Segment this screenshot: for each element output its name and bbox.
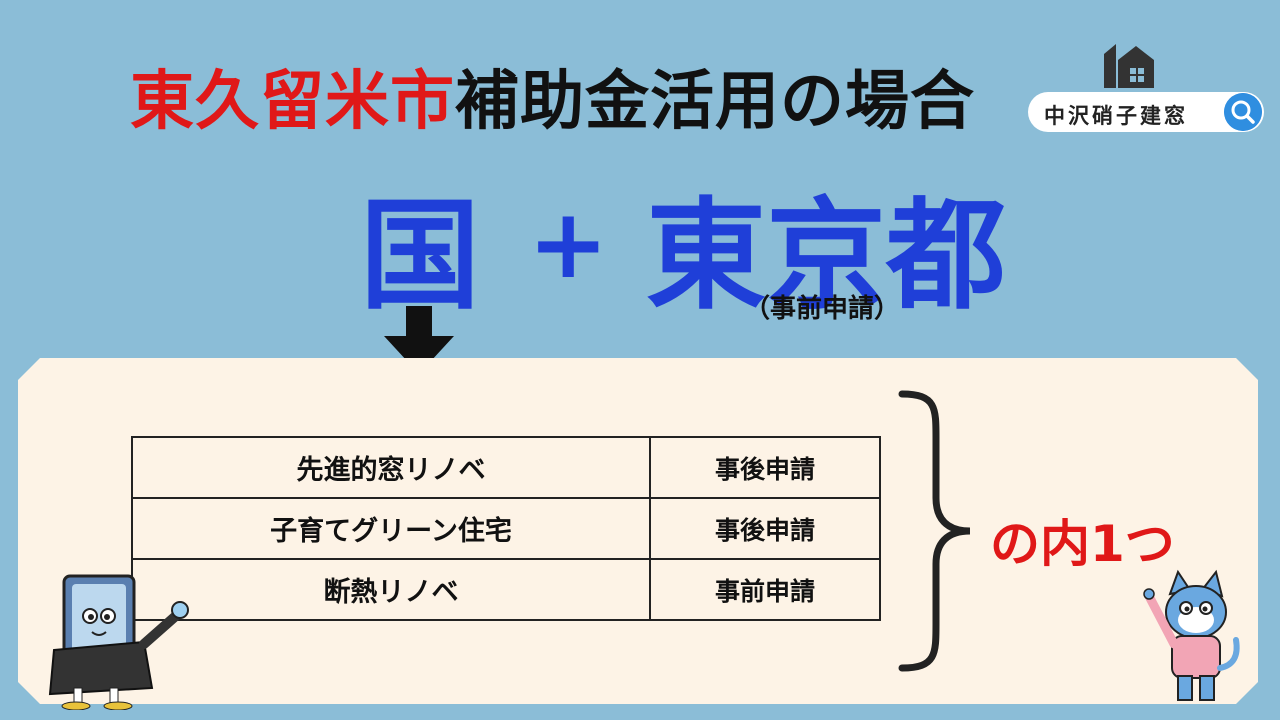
title-rest: 補助金活用の場合 xyxy=(455,65,975,139)
tokyo-note: （事前申請） xyxy=(744,294,901,324)
program-cell: 先進的窓リノベ xyxy=(131,436,651,499)
application-cell: 事後申請 xyxy=(649,497,881,560)
table-row: 先進的窓リノベ 事後申請 xyxy=(131,436,881,499)
brand-badge: 中沢硝子建窓 xyxy=(1028,40,1264,136)
plus-sign: + xyxy=(528,188,609,300)
national-label: 国 xyxy=(360,187,480,326)
table-row: 子育てグリーン住宅 事後申請 xyxy=(131,497,881,560)
program-cell: 子育てグリーン住宅 xyxy=(131,497,651,560)
cat-mascot-icon xyxy=(1143,569,1240,701)
application-cell: 事後申請 xyxy=(649,436,881,499)
application-cell: 事前申請 xyxy=(649,558,881,621)
down-arrow-icon xyxy=(384,306,454,374)
result-text: の内1つ xyxy=(990,515,1175,573)
brand-search-bar[interactable]: 中沢硝子建窓 xyxy=(1028,92,1264,132)
subsidy-table: 先進的窓リノベ 事後申請 子育てグリーン住宅 事後申請 断熱リノベ 事前申請 xyxy=(131,436,881,621)
search-icon[interactable] xyxy=(1224,93,1262,131)
title-city: 東久留米市 xyxy=(130,65,455,139)
brand-name: 中沢硝子建窓 xyxy=(1044,104,1188,128)
program-cell: 断熱リノベ xyxy=(131,558,651,621)
tokyo-label: 東京都 xyxy=(646,187,1006,326)
house-icon xyxy=(1104,44,1154,88)
right-brace-icon xyxy=(898,390,971,672)
page-title: 東久留米市補助金活用の場合 xyxy=(130,50,975,142)
table-row: 断熱リノベ 事前申請 xyxy=(131,558,881,621)
window-mascot-icon xyxy=(48,574,189,710)
